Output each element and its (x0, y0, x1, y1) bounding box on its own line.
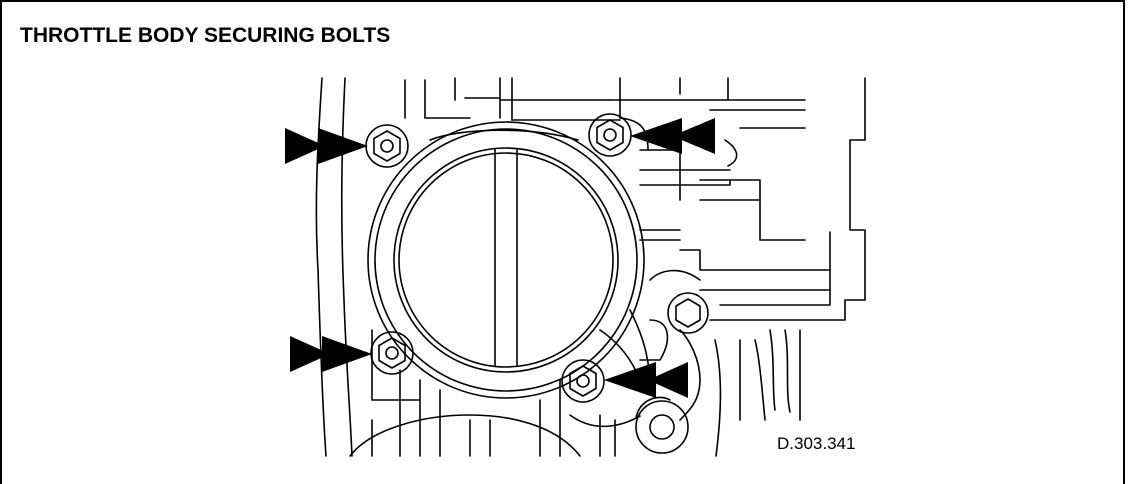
bolt-bottom-left (370, 331, 414, 375)
arrow-bottom-left (290, 336, 372, 372)
diagram-title: THROTTLE BODY SECURING BOLTS (20, 24, 391, 47)
arrow-top-right (630, 118, 715, 154)
round-boss (635, 396, 689, 454)
hex-plug (667, 292, 709, 334)
arrow-bottom-right (604, 362, 688, 398)
arrow-top-left (285, 128, 368, 164)
figure-reference: D.303.341 (777, 434, 855, 453)
throttle-bore (367, 121, 645, 399)
bolt-top-left (365, 124, 409, 168)
lower-structure-lines (349, 309, 701, 457)
bolt-top-right (588, 113, 632, 157)
top-structure-lines (454, 77, 806, 151)
bolt-bottom-right (561, 359, 605, 403)
